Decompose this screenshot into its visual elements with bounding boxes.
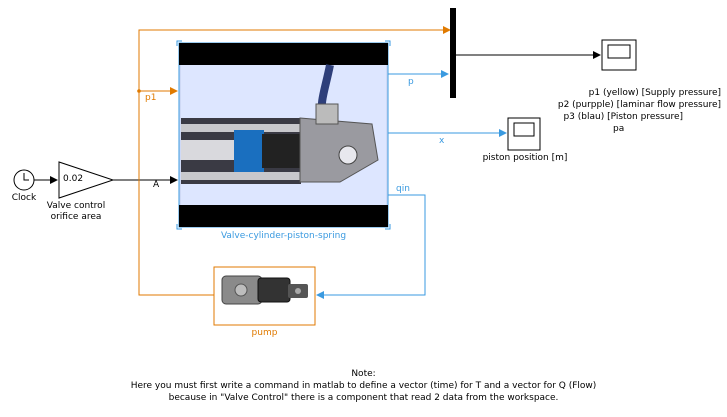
- scope-legend-p2: p2 (purpple) [laminar flow pressure]: [557, 100, 721, 110]
- signal-x-label: x: [439, 136, 445, 146]
- scope-icon: [607, 44, 631, 59]
- gain-value: 0.02: [63, 174, 84, 184]
- signal-p-label: p: [408, 77, 414, 87]
- subsystem-block[interactable]: [176, 40, 391, 230]
- scope-position-label: piston position [m]: [482, 153, 568, 163]
- gain-block[interactable]: [58, 161, 115, 199]
- mux-block[interactable]: [450, 8, 456, 98]
- signal-p1-label: p1: [145, 93, 157, 103]
- scope-pressure-block[interactable]: [601, 39, 637, 71]
- clock-block[interactable]: [13, 169, 35, 191]
- scope-legend-pa: pa: [613, 124, 625, 134]
- scope-icon: [513, 122, 535, 137]
- cylinder-icon: [181, 64, 386, 205]
- signal-a-label: A: [153, 180, 160, 190]
- note-line2: because in "Valve Control" there is a co…: [168, 393, 559, 403]
- subsystem-label: Valve-cylinder-piston-spring: [220, 231, 347, 241]
- pump-block[interactable]: [213, 266, 316, 326]
- p1-branch-point: [137, 89, 141, 93]
- clock-label: Clock: [11, 193, 37, 203]
- scope-position-block[interactable]: [507, 117, 541, 151]
- clock-icon: [23, 173, 29, 181]
- signal-qin-label: qin: [396, 184, 410, 194]
- pump-icon: [221, 275, 308, 305]
- note-line1: Here you must first write a command in m…: [130, 381, 597, 391]
- signal-p1-to-mux-line[interactable]: [138, 26, 451, 296]
- pump-label: pump: [251, 328, 278, 338]
- scope-legend-p3: p3 (blau) [Piston pressure]: [563, 112, 683, 122]
- scope-legend-p1: p1 (yellow) [Supply pressure]: [588, 88, 721, 98]
- signal-qin-line[interactable]: [316, 194, 426, 299]
- note-title: Note:: [351, 369, 376, 379]
- note-annotation: Note: Here you must first write a comman…: [0, 368, 727, 404]
- gain-label-line2: orifice area: [50, 212, 102, 222]
- gain-label-line1: Valve control: [46, 201, 106, 211]
